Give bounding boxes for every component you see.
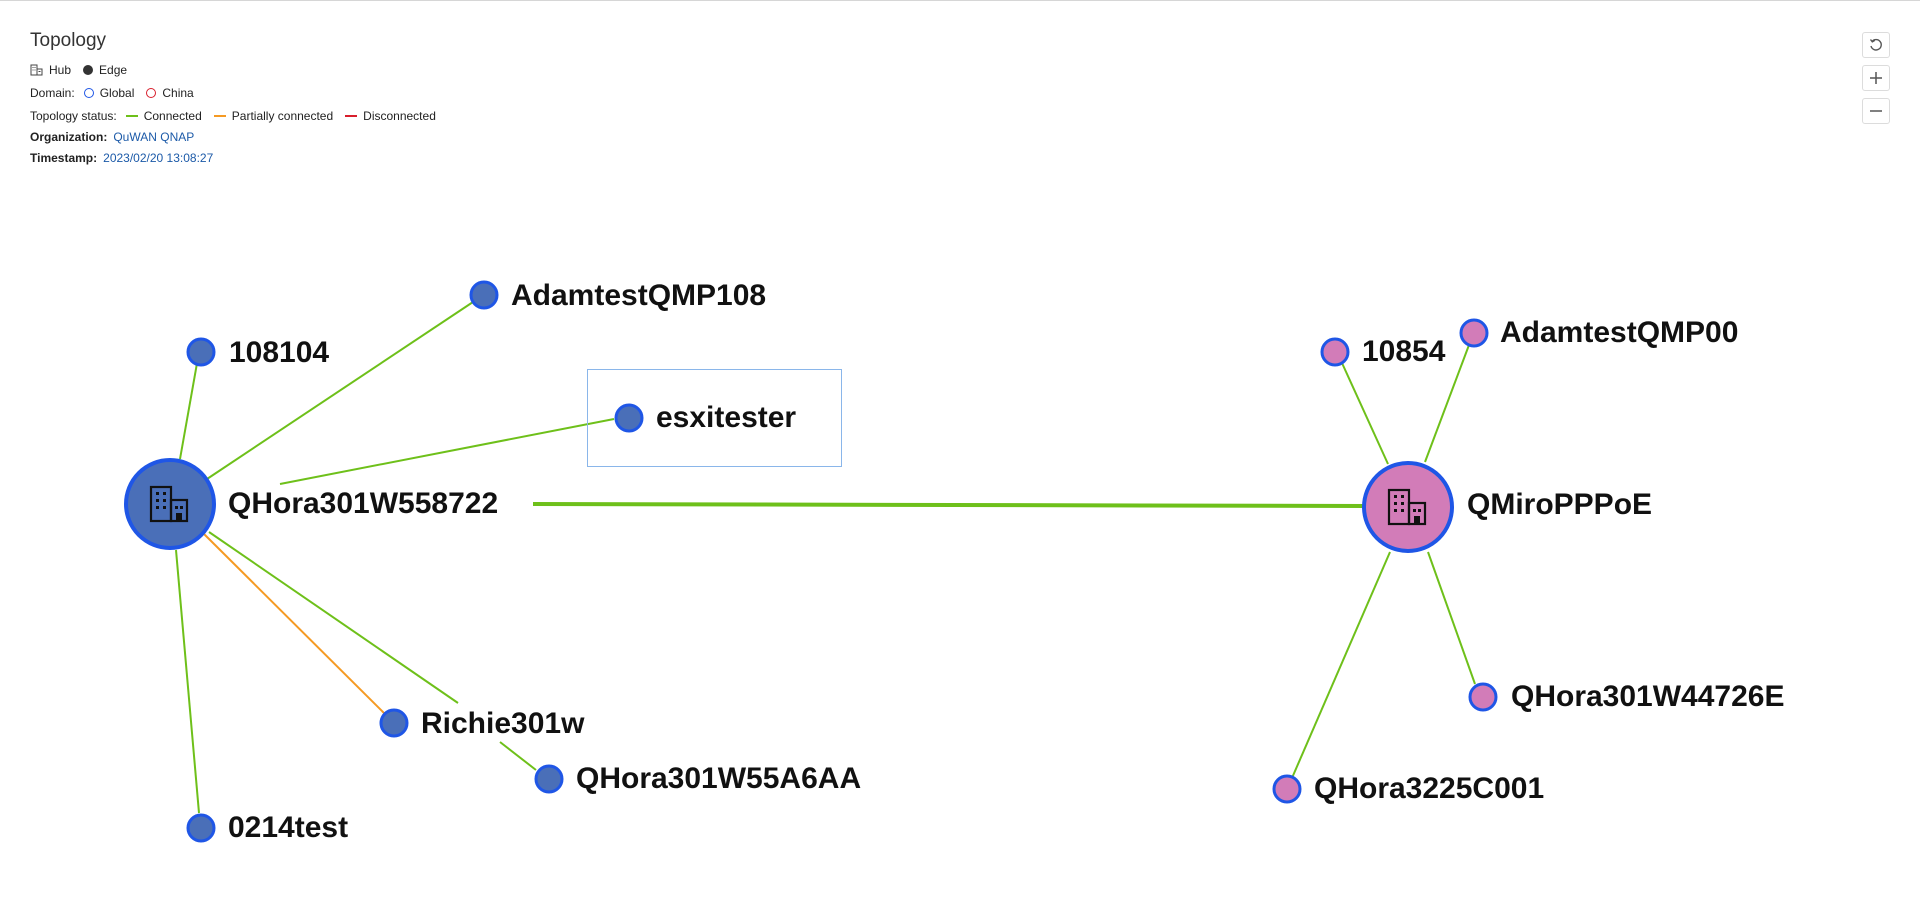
link-adamtestqmp00[interactable] [1424,344,1470,463]
edge-node[interactable]: Richie301w [379,707,585,740]
legend-domain-label: Domain: [30,86,75,100]
link-qhora301w55a6aa-b[interactable] [499,741,537,771]
link-qhora301w44726e[interactable] [1427,551,1476,685]
disconnected-line-icon [345,115,358,117]
legend-domain: Domain: Global China [30,85,448,101]
edge-node[interactable]: QHora3225C001 [1272,772,1544,805]
node-label: QHora301W44726E [1511,680,1785,713]
node-label: 0214test [228,811,348,844]
edge-node[interactable]: AdamtestQMP00 [1459,316,1738,349]
legend-edge: Edge [83,63,127,77]
china-ring-icon [146,88,157,98]
building-icon [149,485,189,523]
legend-node-types: Hub Edge [30,62,448,78]
edge-dot-icon [83,65,94,75]
node-label: QHora3225C001 [1314,772,1544,805]
link-0214test[interactable] [175,549,200,814]
global-ring-icon [83,88,94,98]
legend-disconnected-label: Disconnected [363,109,436,123]
node-label: 108104 [229,336,329,369]
legend-hub-label: Hub [49,63,72,77]
link-richie301w[interactable] [203,533,387,716]
timestamp-label: Timestamp: [30,151,98,165]
legend-global-label: Global [99,86,135,100]
node-label: Richie301w [421,707,585,740]
node-label: AdamtestQMP108 [511,279,766,312]
legend-china-label: China [162,86,194,100]
top-border [0,0,1920,1]
organization-row: Organization: QuWAN QNAP [30,130,448,146]
hub-link[interactable] [532,502,1367,508]
link-108104[interactable] [179,351,200,460]
legend-hub: Hub [30,63,71,77]
topology-info-panel: Topology Hub Edge Domain: Global China [30,30,448,167]
edge-node[interactable]: QHora301W55A6AA [534,762,861,795]
selection-box [587,369,842,467]
organization-label: Organization: [30,130,108,144]
node-label: AdamtestQMP00 [1500,316,1738,349]
building-icon [1387,488,1427,526]
legend-domain-china: China [146,86,194,100]
connected-line-icon [125,115,138,117]
edge-node[interactable]: AdamtestQMP108 [469,279,766,312]
link-qhora3225c001[interactable] [1291,551,1391,779]
legend-status-partial: Partially connected [213,109,334,123]
edge-node[interactable]: QHora301W44726E [1468,680,1785,713]
reset-view-button[interactable] [1862,32,1890,58]
building-icon [30,64,43,76]
edge-node[interactable]: 0214test [186,811,348,844]
minus-icon [1870,110,1882,112]
node-label: QHora301W55A6AA [576,762,861,795]
node-label: 10854 [1362,335,1446,368]
link-adamtestqmp108[interactable] [206,299,477,480]
node-label: QMiroPPPoE [1467,488,1652,521]
legend-status-label: Topology status: [30,109,117,123]
edge-node[interactable]: 10854 [1320,335,1446,368]
legend-domain-global: Global [83,86,135,100]
edge-node[interactable]: esxitester [614,401,796,434]
plus-icon [1870,72,1882,84]
node-label: esxitester [656,401,796,434]
link-qhora301w55a6aa-a[interactable] [208,531,459,704]
link-esxitester[interactable] [279,418,615,485]
node-label: QHora301W558722 [228,487,498,520]
topology-links [175,299,1476,814]
link-10854[interactable] [1341,362,1389,465]
legend-status-connected: Connected [125,109,202,123]
timestamp-value: 2023/02/20 13:08:27 [103,151,214,165]
legend-status-disconnected: Disconnected [345,109,436,123]
edge-node[interactable]: 108104 [186,336,329,369]
organization-value: QuWAN QNAP [113,130,195,144]
legend-status: Topology status: Connected Partially con… [30,108,448,124]
hub-node[interactable]: QMiroPPPoE [1362,461,1652,553]
zoom-out-button[interactable] [1862,98,1890,124]
legend-edge-label: Edge [99,63,128,77]
zoom-controls [1862,32,1890,131]
legend-partial-label: Partially connected [231,109,334,123]
legend-connected-label: Connected [143,109,202,123]
page-title: Topology [30,30,107,51]
timestamp-row: Timestamp: 2023/02/20 13:08:27 [30,151,448,167]
partial-line-icon [213,115,226,117]
zoom-in-button[interactable] [1862,65,1890,91]
hub-node[interactable]: QHora301W558722 [124,458,498,550]
reset-icon [1869,38,1882,51]
